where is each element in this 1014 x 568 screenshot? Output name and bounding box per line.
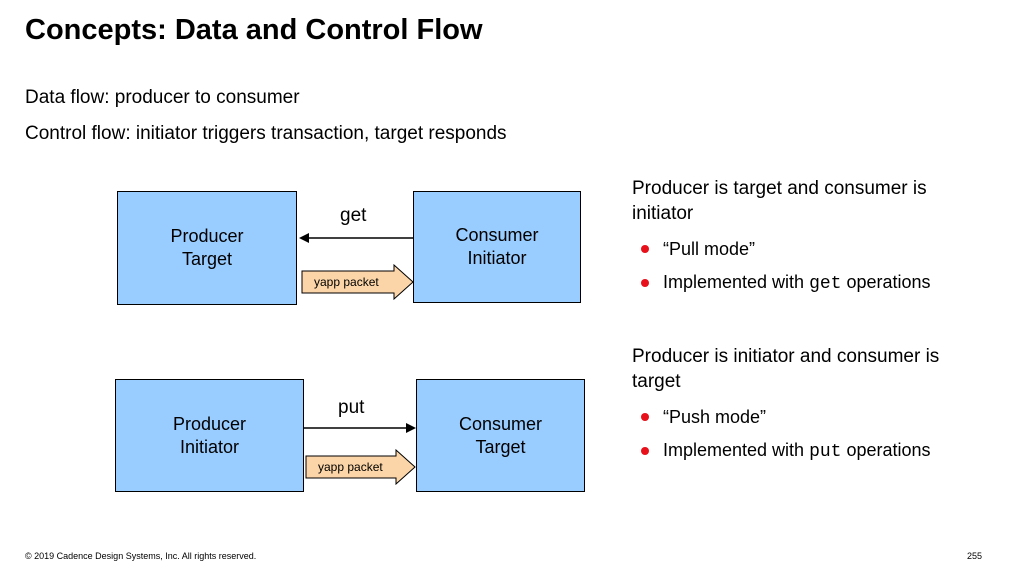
bullet-text: Implemented with (663, 272, 810, 292)
box-label-line2: Target (181, 249, 232, 269)
code-put: put (809, 442, 842, 462)
page-title: Concepts: Data and Control Flow (25, 14, 483, 46)
box-label-line2: Initiator (179, 436, 239, 457)
get-arrow (299, 233, 414, 243)
copyright-footer: © 2019 Cadence Design Systems, Inc. All … (25, 551, 257, 561)
put-arrow-label: put (338, 397, 365, 418)
implemented-get-bullet: Implemented with get operations (663, 272, 931, 294)
bullet-dot-icon (641, 447, 649, 455)
bullet-dot-icon (641, 413, 649, 421)
bullet-text: Implemented with (663, 440, 810, 460)
packet-arrow-shape (305, 449, 416, 485)
box-label-line2: Target (475, 436, 526, 457)
push-mode-bullet: “Push mode” (663, 407, 767, 427)
packet-label: yapp packet (314, 275, 379, 289)
pull-mode-bullet: “Pull mode” (663, 239, 756, 259)
box-label-line2: Initiator (467, 248, 527, 268)
bullet-text: operations (841, 272, 931, 292)
producer-target-box: Producer Target (117, 191, 297, 305)
control-flow-line: Control flow: initiator triggers transac… (25, 123, 507, 144)
data-flow-line: Data flow: producer to consumer (25, 87, 300, 108)
box-label-line1: Consumer (455, 225, 539, 245)
get-arrow-label: get (340, 205, 367, 226)
bullet-dot-icon (641, 245, 649, 253)
code-get: get (809, 274, 842, 294)
packet-arrow-shape (301, 264, 414, 300)
box-label-line1: Producer (170, 226, 244, 246)
page-number: 255 (967, 551, 983, 561)
consumer-target-box: Consumer Target (416, 379, 585, 492)
bullet-dot-icon (641, 279, 649, 287)
implemented-put-bullet: Implemented with put operations (663, 440, 931, 462)
box-label-line1: Producer (172, 413, 247, 434)
bullet-text: operations (841, 440, 931, 460)
section1-heading: Producer is target and consumer is initi… (632, 178, 927, 224)
packet-label: yapp packet (318, 460, 383, 474)
consumer-initiator-box: Consumer Initiator (413, 191, 581, 303)
producer-initiator-box: Producer Initiator (115, 379, 304, 492)
put-arrow (304, 423, 416, 433)
box-label-line1: Consumer (458, 413, 543, 434)
section2-heading: Producer is initiator and consumer is ta… (632, 346, 940, 392)
